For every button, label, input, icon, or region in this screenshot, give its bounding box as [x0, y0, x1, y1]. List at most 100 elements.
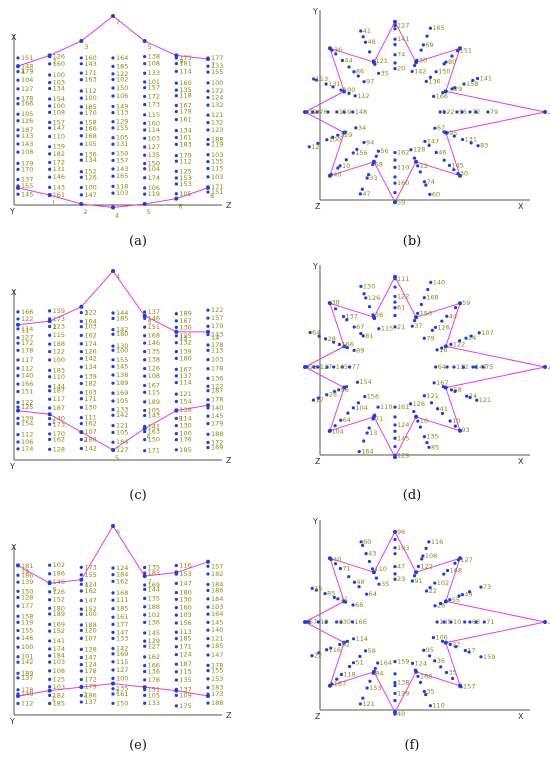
data-point: [16, 348, 20, 352]
point-label: 114: [179, 379, 191, 387]
data-point: [16, 636, 20, 640]
data-point: [468, 620, 472, 624]
plot-c: XYZ1661221141271721781171121401661511221…: [9, 269, 232, 471]
point-label: 161: [179, 116, 191, 124]
data-point: [427, 654, 432, 658]
data-point: [79, 415, 83, 420]
data-point: [16, 580, 20, 584]
curve-top-point: [142, 574, 147, 579]
data-point: [206, 81, 210, 85]
curve-top-point: [16, 64, 20, 69]
curve-top-point: [206, 329, 210, 334]
panel-b: YZX4207414112714230691651361508015116629…: [275, 0, 550, 253]
data-point: [48, 134, 52, 139]
data-point: [48, 563, 52, 567]
data-point: [111, 668, 115, 672]
point-label: 40: [333, 555, 341, 563]
data-point: [143, 565, 147, 570]
data-point: [360, 187, 364, 191]
data-point: [365, 176, 369, 180]
data-point: [143, 639, 147, 643]
point-label: 137: [148, 308, 160, 316]
data-point: [364, 552, 368, 556]
point-label: 171: [84, 395, 96, 403]
point-label: 184: [116, 571, 128, 579]
data-point: [449, 388, 454, 392]
data-point: [143, 192, 147, 196]
caption-b: (b): [402, 234, 422, 249]
curve-top-point: [206, 559, 210, 564]
point-label: 150: [438, 68, 450, 76]
point-label: 141: [480, 74, 492, 82]
data-point: [445, 314, 449, 318]
curve-bottom-point: [174, 408, 179, 413]
point-label: 156: [420, 309, 432, 317]
data-point: [48, 447, 52, 451]
data-point: [79, 311, 83, 315]
data-point: [358, 654, 362, 658]
data-point: [433, 604, 437, 608]
data-point: [174, 380, 178, 385]
data-point: [206, 572, 210, 576]
data-point: [450, 87, 454, 91]
point-label: 151: [148, 686, 160, 694]
data-point: [347, 65, 351, 69]
point-label: 124: [397, 421, 409, 429]
point-label: 188: [84, 435, 96, 443]
curve-top-label: 4: [116, 273, 120, 281]
data-point: [16, 671, 20, 675]
data-point: [422, 180, 427, 184]
data-point: [143, 94, 147, 99]
point-label: 121: [362, 700, 374, 708]
point-label: 171: [84, 69, 96, 77]
data-point: [143, 366, 147, 371]
data-point: [143, 128, 147, 132]
data-point: [48, 639, 52, 643]
data-point: [174, 652, 178, 657]
point-label: 105: [148, 406, 160, 414]
data-point: [48, 86, 52, 91]
point-label: 133: [116, 634, 128, 642]
point-label: 110: [397, 163, 409, 171]
data-point: [367, 305, 372, 309]
data-point: [424, 693, 428, 697]
star-tip-label: 4: [548, 364, 550, 372]
data-point: [355, 380, 360, 384]
data-point: [428, 704, 432, 708]
data-point: [463, 648, 467, 653]
data-point: [174, 704, 178, 708]
data-point: [174, 341, 178, 345]
point-label: 174: [21, 445, 33, 453]
data-point: [363, 649, 368, 653]
point-label: 58: [453, 386, 461, 394]
data-point: [79, 71, 83, 75]
data-point: [206, 582, 210, 587]
point-label: 79: [426, 334, 434, 342]
data-point: [352, 580, 357, 584]
point-label: 129: [397, 451, 409, 459]
data-point: [418, 680, 423, 684]
data-point: [471, 78, 475, 83]
point-label: 103: [53, 683, 65, 691]
data-point: [143, 613, 147, 617]
data-point: [174, 645, 178, 649]
point-label: 118: [179, 92, 191, 100]
data-point: [361, 35, 365, 39]
point-label: 103: [179, 611, 191, 619]
data-point: [111, 615, 115, 619]
point-label: 47: [397, 563, 405, 571]
data-point: [458, 301, 462, 305]
data-point: [16, 416, 20, 420]
data-point: [468, 110, 472, 114]
data-point: [456, 558, 460, 562]
plot-f: YZX4234710396911221081162210216812726554…: [303, 517, 550, 721]
data-point: [307, 145, 311, 149]
data-point: [206, 445, 210, 450]
data-point: [16, 422, 20, 426]
data-point: [350, 620, 355, 624]
point-label: 132: [211, 101, 223, 109]
data-point: [111, 86, 115, 90]
data-point: [16, 134, 20, 138]
data-point: [454, 645, 458, 649]
data-point: [48, 622, 52, 626]
